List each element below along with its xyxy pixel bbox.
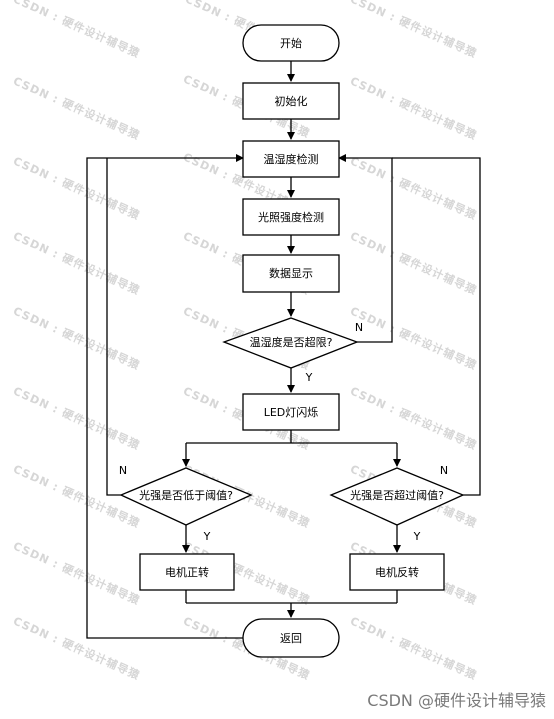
return-terminal <box>242 618 340 658</box>
edge-low-no <box>106 158 121 496</box>
edge-return-loop <box>86 154 245 639</box>
attribution-text: CSDN @硬件设计辅导猿 <box>367 691 546 710</box>
over-limit-no-label: N <box>355 321 363 334</box>
init-box <box>242 82 340 120</box>
temp-humidity-detect-box <box>242 140 340 178</box>
led-blink-box <box>242 393 340 431</box>
over-limit-decision <box>222 317 359 369</box>
start-terminal <box>242 24 340 62</box>
light-detect-box <box>242 198 340 236</box>
flow-nodes <box>119 24 465 658</box>
data-display-box <box>242 254 340 293</box>
over-limit-decision-label: 温湿度是否超限? <box>250 335 333 349</box>
high-threshold-decision <box>329 467 465 526</box>
motor-reverse-box <box>349 553 445 591</box>
motor-reverse-label: 电机反转 <box>375 565 419 579</box>
data-display-label: 数据显示 <box>269 266 313 280</box>
edge-high-no <box>392 157 481 496</box>
high-threshold-decision-label: 光强是否超过阈值? <box>350 488 444 502</box>
led-blink-label: LED灯闪烁 <box>264 405 319 419</box>
light-detect-label: 光照强度检测 <box>258 210 324 224</box>
high-yes-label: Y <box>413 530 421 543</box>
start-label: 开始 <box>280 36 302 50</box>
high-no-label: N <box>440 464 448 477</box>
return-label: 返回 <box>280 632 302 645</box>
motor-forward-label: 电机正转 <box>165 565 209 579</box>
low-no-label: N <box>119 464 127 477</box>
low-threshold-decision <box>119 467 253 526</box>
flow-lines <box>86 61 481 639</box>
low-threshold-decision-label: 光强是否低于阈值? <box>139 488 233 502</box>
flow-text: 开始 初始化 温湿度检测 光照强度检测 数据显示 温湿度是否超限? LED灯闪烁… <box>119 36 448 645</box>
low-yes-label: Y <box>203 530 211 543</box>
temp-humidity-detect-label: 温湿度检测 <box>264 152 319 166</box>
edge-over-limit-no <box>338 154 393 343</box>
init-label: 初始化 <box>275 94 308 108</box>
over-limit-yes-label: Y <box>305 371 313 384</box>
motor-forward-box <box>139 553 235 591</box>
